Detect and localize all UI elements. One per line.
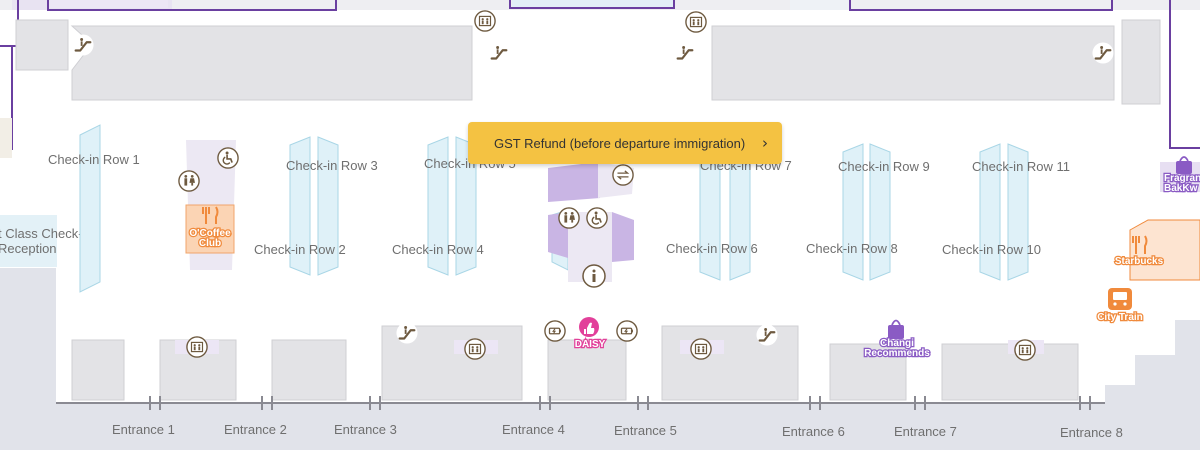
escalator-icon[interactable] [72, 34, 94, 56]
coffee-club-area [185, 140, 236, 270]
label-checkin-row-9[interactable]: Check-in Row 9 [838, 159, 930, 174]
changi-recommends-line2: Recommends [864, 348, 930, 359]
lift-icon[interactable] [474, 10, 496, 32]
top-buildings [15, 19, 1161, 105]
poi-fragrance[interactable]: Fragran BakKw [1163, 156, 1200, 195]
escalator-icon[interactable] [396, 322, 418, 344]
escalator-icon[interactable] [674, 42, 696, 64]
accessible-toilet-icon[interactable] [586, 207, 608, 229]
info-icon[interactable] [582, 264, 606, 288]
charging-icon[interactable] [616, 320, 638, 342]
label-entrance-4[interactable]: Entrance 4 [502, 422, 565, 437]
poi-starbucks[interactable]: Starbucks [1114, 235, 1165, 268]
changi-recommends-line1: Changi [880, 338, 914, 349]
label-entrance-6[interactable]: Entrance 6 [782, 424, 845, 439]
label-checkin-row-11[interactable]: Check-in Row 11 [972, 159, 1070, 174]
chevron-right-icon[interactable]: › [762, 134, 768, 152]
label-entrance-5[interactable]: Entrance 5 [614, 423, 677, 438]
label-entrance-2[interactable]: Entrance 2 [224, 422, 287, 437]
poi-daisy[interactable]: DAISY [573, 317, 607, 351]
accessible-toilet-icon[interactable] [217, 147, 239, 169]
shopping-bag-icon [888, 319, 904, 339]
label-entrance-3[interactable]: Entrance 3 [334, 422, 397, 437]
toilet-icon[interactable] [178, 170, 200, 192]
label-checkin-row-1[interactable]: Check-in Row 1 [48, 152, 140, 167]
bottom-buildings [71, 325, 1079, 401]
toilet-icon[interactable] [558, 207, 580, 229]
lift-icon[interactable] [464, 338, 486, 360]
first-class-reception[interactable]: t Class Check- Reception [0, 215, 83, 267]
entrance-labels: Entrance 1 Entrance 2 Entrance 3 Entranc… [112, 422, 1123, 440]
coffee-club-label-line2: Club [199, 238, 221, 249]
currency-exchange-icon[interactable] [612, 164, 634, 186]
escalator-icon[interactable] [488, 42, 510, 64]
label-checkin-row-2[interactable]: Check-in Row 2 [254, 242, 346, 257]
label-checkin-row-10[interactable]: Check-in Row 10 [942, 242, 1041, 257]
label-checkin-row-6[interactable]: Check-in Row 6 [666, 241, 758, 256]
restaurant-icon [1132, 235, 1148, 254]
escalator-icon[interactable] [756, 324, 778, 346]
label-entrance-1[interactable]: Entrance 1 [112, 422, 175, 437]
shopping-bag-icon [1176, 156, 1192, 174]
left-zone [0, 118, 12, 158]
poi-changi-recommends[interactable]: Changi Recommends [863, 319, 931, 360]
coffee-club-label-line1: O'Coffee [189, 228, 231, 239]
poi-coffee-club[interactable]: O'Coffee Club [188, 206, 232, 250]
lift-icon[interactable] [1014, 339, 1036, 361]
label-checkin-row-4[interactable]: Check-in Row 4 [392, 242, 484, 257]
starbucks-area [1129, 162, 1200, 281]
label-entrance-7[interactable]: Entrance 7 [894, 424, 957, 439]
charging-icon[interactable] [544, 320, 566, 342]
starbucks-label: Starbucks [1115, 256, 1164, 267]
checkin-counters [79, 124, 1029, 293]
restaurant-icon [202, 206, 219, 224]
daisy-label: DAISY [575, 339, 606, 350]
city-train-label: City Train [1097, 312, 1143, 323]
fragrance-label-line2: BakKw [1164, 183, 1198, 194]
label-checkin-row-3[interactable]: Check-in Row 3 [286, 158, 378, 173]
lift-icon[interactable] [685, 11, 707, 33]
poi-city-train[interactable]: City Train [1096, 288, 1144, 324]
label-entrance-8[interactable]: Entrance 8 [1060, 425, 1123, 440]
gst-refund-banner[interactable]: GST Refund (before departure immigration… [468, 122, 782, 164]
lift-icon[interactable] [690, 338, 712, 360]
zone-boundary-lines [0, 0, 1200, 151]
first-class-label-line2: Reception [0, 241, 57, 256]
label-checkin-row-8[interactable]: Check-in Row 8 [806, 241, 898, 256]
lift-icon[interactable] [186, 336, 208, 358]
escalator-icon[interactable] [1092, 42, 1114, 64]
gst-refund-label: GST Refund (before departure immigration… [494, 135, 746, 151]
entrance-doors [56, 396, 1105, 410]
first-class-label-line1: t Class Check- [0, 226, 83, 241]
fragrance-label-line1: Fragran [1164, 173, 1200, 184]
